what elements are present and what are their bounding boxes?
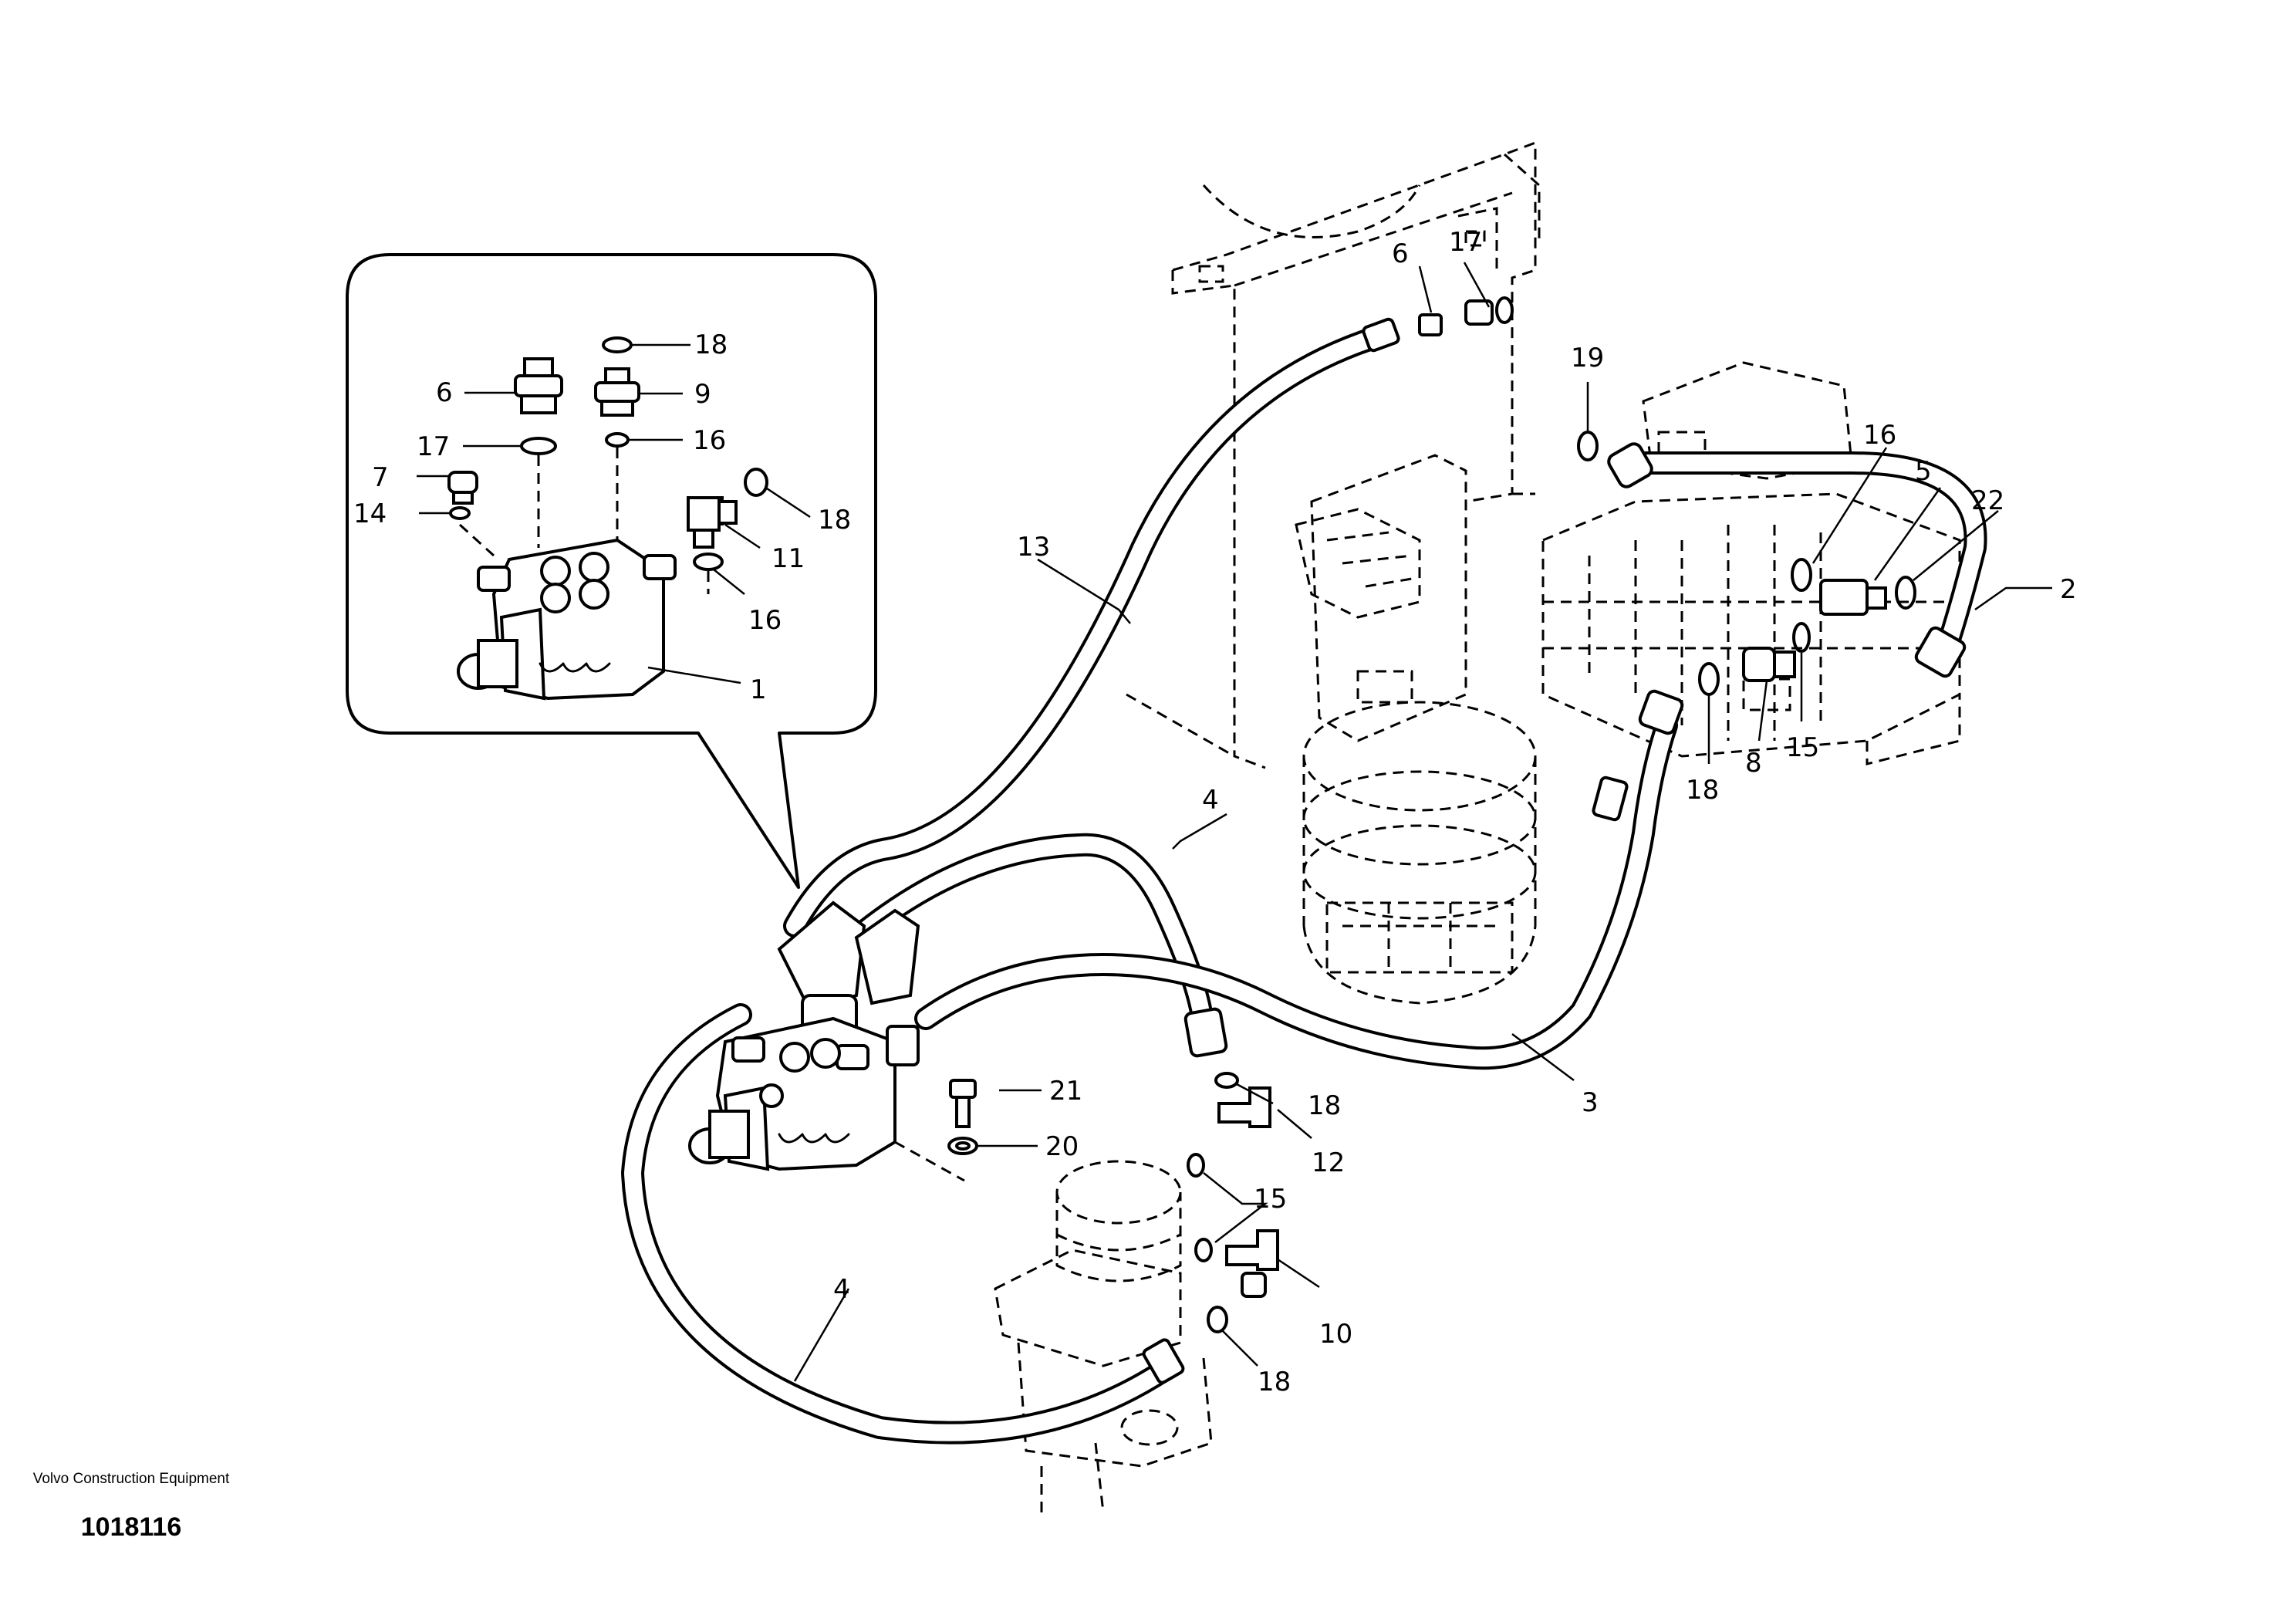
label-18: 18 xyxy=(1308,1090,1341,1121)
label-15: 15 xyxy=(1786,732,1819,763)
label-20: 20 xyxy=(1045,1131,1079,1162)
detail-callout xyxy=(346,253,877,889)
label-18: 18 xyxy=(818,505,851,536)
label-19: 19 xyxy=(1571,343,1604,373)
valve-assembly-installed xyxy=(688,901,965,1182)
label-18: 18 xyxy=(694,329,728,360)
label-14: 14 xyxy=(353,498,387,529)
label-22: 22 xyxy=(1971,485,2004,516)
label-18: 18 xyxy=(1258,1367,1291,1397)
main-control-valve xyxy=(1541,361,1961,765)
label-2: 2 xyxy=(2060,574,2077,605)
detail-valve-assembly xyxy=(447,336,768,701)
label-6: 6 xyxy=(436,377,453,408)
leader-lines xyxy=(417,262,2052,1382)
label-13: 13 xyxy=(1017,532,1050,563)
label-10: 10 xyxy=(1319,1319,1352,1350)
label-17: 17 xyxy=(417,431,450,462)
center-joint xyxy=(994,1160,1213,1513)
label-15: 15 xyxy=(1254,1184,1287,1215)
label-18: 18 xyxy=(1686,775,1719,806)
label-11: 11 xyxy=(772,543,805,574)
label-9: 9 xyxy=(694,379,711,410)
hose-fittings xyxy=(1142,313,1967,1384)
hose-3 xyxy=(914,714,1678,1070)
control-valve-fittings xyxy=(1464,296,1916,696)
label-5: 5 xyxy=(1915,456,1932,487)
label-16: 16 xyxy=(1863,420,1896,451)
part-labels: 1 2 3 4 4 5 6 6 7 8 9 10 11 12 13 14 15 … xyxy=(353,227,2077,1397)
label-4: 4 xyxy=(1202,785,1219,816)
label-6: 6 xyxy=(1392,238,1409,269)
hose-4-lower xyxy=(621,1003,1177,1445)
manufacturer-name: Volvo Construction Equipment xyxy=(32,1471,230,1487)
label-8: 8 xyxy=(1745,748,1762,779)
label-12: 12 xyxy=(1312,1147,1345,1178)
label-1: 1 xyxy=(750,674,767,705)
machine-frame xyxy=(1126,140,1541,769)
label-4: 4 xyxy=(833,1274,850,1305)
label-16: 16 xyxy=(693,425,726,456)
bolt-and-washer xyxy=(947,1079,978,1155)
label-3: 3 xyxy=(1582,1087,1599,1118)
label-17: 17 xyxy=(1449,227,1482,258)
drawing-number: 1018116 xyxy=(80,1512,182,1542)
label-16: 16 xyxy=(748,605,782,636)
hose-13 xyxy=(783,324,1393,938)
swing-motor xyxy=(1295,454,1537,1005)
label-7: 7 xyxy=(372,462,389,493)
elbow-fittings xyxy=(1187,1072,1279,1333)
label-21: 21 xyxy=(1049,1076,1082,1107)
pipe-2 xyxy=(1624,451,1987,667)
